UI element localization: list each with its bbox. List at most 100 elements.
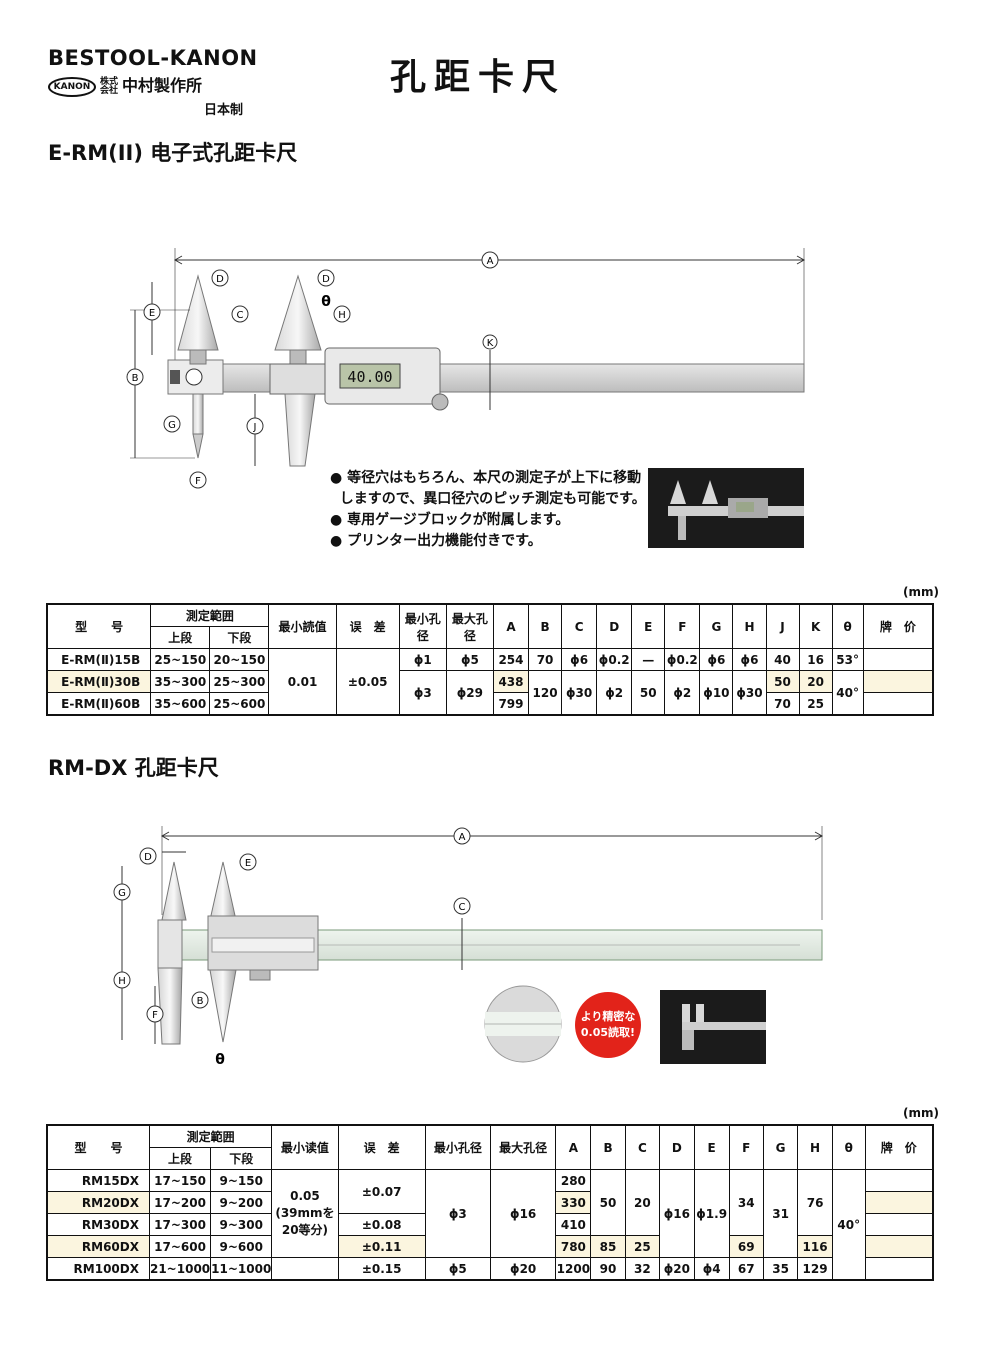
- company-type: 株式会社: [100, 76, 119, 96]
- model-cell: RM100DX: [46, 1257, 150, 1281]
- th-H: H: [732, 603, 767, 649]
- th-error: 误 差: [335, 603, 400, 649]
- min-read-cell: 0.05 (39mmを 20等分): [271, 1169, 339, 1258]
- th-min-read: 最小读值: [271, 1124, 339, 1170]
- rm-dx-spec-table: 型 号 測定範囲 最小读值 误 差 最小孔径 最大孔径 A B C D E F …: [46, 1124, 934, 1281]
- B-cell: 120: [528, 670, 563, 716]
- th-upper: 上段: [148, 1147, 212, 1170]
- dim-F2: F: [152, 1010, 158, 1021]
- model-cell: E-RM(Ⅱ)60B: [46, 692, 152, 716]
- dim-A: A: [487, 256, 494, 267]
- price-cell: [862, 648, 934, 671]
- e-rm-spec-table: 型 号 測定範囲 最小読值 误 差 最小孔径 最大孔径 A B C D E F …: [46, 603, 934, 716]
- lower-cell: 9~150: [210, 1169, 273, 1192]
- th-J: J: [765, 603, 800, 649]
- badge-text-2: 0.05読取!: [581, 1025, 635, 1039]
- F-cell: ϕ2: [664, 670, 701, 716]
- C-cell: 25: [624, 1235, 661, 1258]
- model-cell: RM15DX: [46, 1169, 150, 1192]
- th-C: C: [624, 1124, 661, 1170]
- minhole-cell: ϕ1: [398, 648, 447, 671]
- origin-label: 日本制: [204, 102, 244, 118]
- upper-cell: 17~200: [148, 1191, 212, 1214]
- A-cell: 799: [492, 692, 530, 716]
- price-cell: [864, 1213, 934, 1236]
- theta-cell: 40°: [831, 670, 864, 716]
- th-error: 误 差: [337, 1124, 426, 1170]
- dim-J: J: [253, 422, 257, 433]
- brand-name: BESTOOL-KANON: [48, 46, 258, 70]
- price-cell: [864, 1191, 934, 1214]
- table-row: RM20DX 17~200 9~200 330: [46, 1191, 934, 1214]
- th-lower: 下段: [209, 626, 270, 649]
- lower-cell: 11~1000: [210, 1257, 273, 1281]
- model-cell: E-RM(Ⅱ)15B: [46, 648, 152, 671]
- D-cell: ϕ2: [596, 670, 633, 716]
- product-photo-2: [660, 990, 766, 1064]
- B-cell: 50: [590, 1169, 626, 1236]
- min-read-value: 0.05: [290, 1189, 320, 1203]
- maxhole-cell: ϕ29: [445, 670, 494, 716]
- minhole-cell: ϕ5: [424, 1257, 491, 1281]
- th-range: 測定範囲: [150, 603, 270, 627]
- D-cell: ϕ0.2: [596, 648, 633, 671]
- E-cell: —: [631, 648, 666, 671]
- dim-E2: E: [245, 858, 251, 869]
- dim-G2: G: [118, 888, 126, 899]
- rm-dx-diagram: A C D E G H F B θ: [113, 826, 824, 1068]
- C-cell: ϕ30: [561, 670, 598, 716]
- table-row: E-RM(Ⅱ)60B 35~600 25~600 799 70 25: [46, 692, 934, 716]
- feature-4: ● プリンター出力機能付きです。: [330, 533, 542, 549]
- table-row: RM60DX 17~600 9~600 ±0.11 780 85 25 69 1…: [46, 1235, 934, 1258]
- dim-B2: B: [197, 996, 204, 1007]
- dim-F: F: [195, 476, 201, 487]
- maxhole-cell: ϕ20: [489, 1257, 557, 1281]
- B-cell: 90: [590, 1257, 626, 1281]
- E-cell: ϕ4: [693, 1257, 730, 1281]
- th-model: 型 号: [46, 603, 152, 649]
- F-cell: ϕ0.2: [664, 648, 701, 671]
- upper-cell: 17~300: [148, 1213, 212, 1236]
- lower-cell: 25~600: [209, 692, 270, 716]
- lower-cell: 20~150: [209, 648, 270, 671]
- lower-cell: 9~200: [210, 1191, 273, 1214]
- E-cell: ϕ1.9: [693, 1169, 730, 1258]
- unit-label-2: (mm): [903, 1106, 939, 1120]
- minhole-cell: ϕ3: [424, 1169, 491, 1258]
- error-cell: ±0.08: [337, 1213, 426, 1236]
- maxhole-cell: ϕ16: [489, 1169, 557, 1258]
- min-read-cell: 0.01: [268, 648, 337, 716]
- th-A: A: [555, 1124, 592, 1170]
- B-cell: 70: [528, 648, 563, 671]
- lower-cell: 9~300: [210, 1213, 273, 1236]
- table-row: E-RM(Ⅱ)30B 35~300 25~300 ϕ3 ϕ29 438 120 …: [46, 670, 934, 716]
- B-cell: 85: [590, 1235, 626, 1258]
- dim-C: C: [237, 310, 244, 321]
- feature-2: しますので、異口径穴のピッチ測定も可能です。: [330, 491, 646, 507]
- th-min-read: 最小読值: [268, 603, 337, 649]
- precision-badge: より精密な 0.05読取!: [575, 992, 641, 1058]
- dim-D2: D: [144, 852, 152, 863]
- error-cell: ±0.15: [337, 1257, 426, 1281]
- th-D: D: [659, 1124, 695, 1170]
- th-F: F: [664, 603, 701, 649]
- A-cell: 438: [492, 670, 530, 693]
- J-cell: 50: [765, 670, 800, 693]
- E-cell: 50: [631, 670, 666, 716]
- K-cell: 16: [798, 648, 833, 671]
- model-cell: RM20DX: [46, 1191, 150, 1214]
- upper-cell: 17~150: [148, 1169, 212, 1192]
- dim-E: E: [149, 308, 155, 319]
- H-cell: ϕ6: [732, 648, 767, 671]
- feature-3: ● 専用ゲージブロックが附属します。: [330, 512, 570, 528]
- lower-cell: 25~300: [209, 670, 270, 693]
- error-cell: ±0.11: [337, 1235, 426, 1258]
- dim-K: K: [487, 338, 494, 349]
- dim-theta: θ: [321, 294, 331, 310]
- dim-H: H: [338, 310, 346, 321]
- model-cell: RM60DX: [46, 1235, 150, 1258]
- A-cell: 780: [555, 1235, 592, 1258]
- C-cell: 32: [624, 1257, 661, 1281]
- display-readout: 40.00: [347, 368, 392, 386]
